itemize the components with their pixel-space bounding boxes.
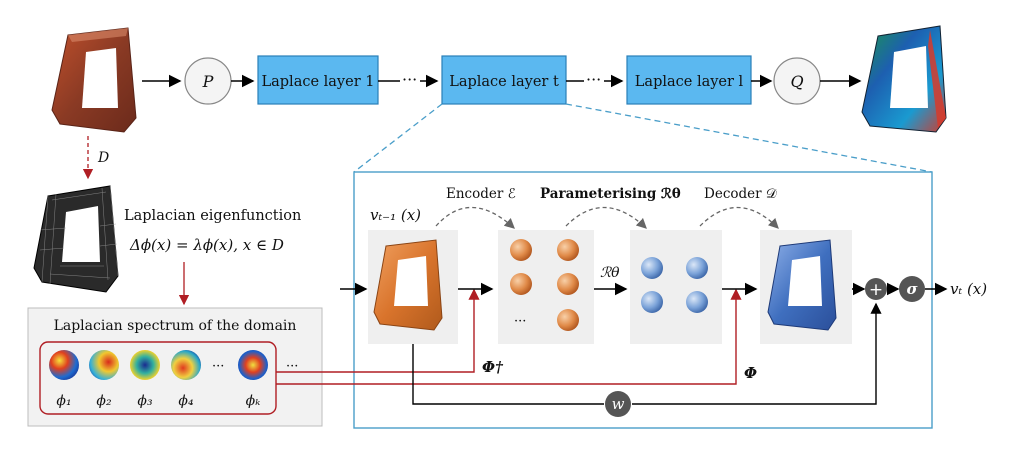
param-sphere-3	[641, 291, 663, 313]
residual-line-right	[632, 302, 882, 405]
decoded-field-shape	[767, 239, 837, 331]
plus-label: +	[869, 280, 883, 300]
encoder-arrow	[435, 206, 515, 229]
spectrum-title: Laplacian spectrum of the domain	[54, 318, 297, 334]
eigen-sphere-2	[89, 350, 119, 380]
coef-sphere-3	[510, 273, 532, 295]
eigen-sphere-3	[130, 350, 160, 380]
sigma-label: σ	[906, 280, 918, 298]
layer1-label: Laplace layer 1	[262, 74, 375, 90]
input-field-shape	[373, 239, 443, 331]
laplace-layer-l: Laplace layer l	[626, 55, 752, 105]
coef-dots: ···	[514, 314, 526, 329]
phi-2-label: ϕ₂	[96, 393, 112, 409]
output-label: vₜ (x)	[950, 280, 987, 298]
zoom-line-right	[565, 103, 933, 173]
layer-l-label: Laplace layer l	[635, 74, 744, 90]
sigma-node: σ	[899, 276, 925, 302]
eigen-equation: Δϕ(x) = λϕ(x), x ∈ D	[129, 236, 284, 254]
spectrum-inner-dots: ···	[212, 359, 224, 374]
r-theta-label: ℛθ	[600, 265, 620, 281]
phi-1-label: ϕ₁	[56, 393, 71, 409]
param-sphere-2	[686, 257, 708, 279]
w-label: w	[612, 395, 625, 413]
dots-2: ···	[586, 70, 601, 89]
q-label: Q	[790, 72, 803, 91]
input-domain-shape	[51, 27, 137, 133]
coef-sphere-2	[557, 239, 579, 261]
output-solution-shape	[861, 25, 947, 133]
spectrum-outer-dots: ···	[286, 359, 298, 374]
phi-4-label: ϕ₄	[178, 393, 194, 409]
coef-sphere-1	[510, 239, 532, 261]
spectrum-red-box	[39, 341, 277, 415]
eigen-title: Laplacian eigenfunction	[124, 208, 301, 224]
q-node: Q	[773, 57, 821, 105]
phi-3-label: ϕ₃	[137, 393, 153, 409]
encoder-label: Encoder ℰ	[446, 186, 516, 202]
d-label: D	[97, 150, 109, 166]
coef-sphere-4	[557, 273, 579, 295]
phi-k-label: ϕₖ	[246, 393, 261, 409]
decoder-arrow	[699, 206, 779, 229]
decoder-label: Decoder 𝒟	[704, 186, 778, 202]
phi-line	[276, 288, 742, 385]
phi-dagger-label: Φ†	[482, 358, 504, 376]
p-node: P	[184, 57, 232, 105]
phi-dagger-line	[276, 288, 480, 373]
laplace-layer-t: Laplace layer t	[441, 55, 567, 105]
param-arrow	[565, 206, 647, 229]
eigen-sphere-4	[171, 350, 201, 380]
param-sphere-1	[641, 257, 663, 279]
input-label: vₜ₋₁ (x)	[370, 206, 421, 224]
p-label: P	[202, 72, 214, 91]
param-sphere-4	[686, 291, 708, 313]
dots-1: ···	[402, 70, 417, 89]
coef-sphere-k	[557, 309, 579, 331]
laplace-layer-1: Laplace layer 1	[257, 55, 379, 105]
coef-panel-param	[630, 230, 722, 344]
mesh-domain-shape	[33, 185, 119, 293]
eigen-sphere-1	[49, 350, 79, 380]
spectrum-panel: Laplacian spectrum of the domain ··· ···…	[27, 307, 323, 427]
plus-node: +	[865, 278, 887, 300]
zoom-line-left	[353, 103, 443, 173]
param-label: Parameterising ℛθ	[540, 186, 681, 202]
phi-label: Φ	[744, 364, 757, 382]
eigen-sphere-k	[238, 350, 268, 380]
layer-t-label: Laplace layer t	[449, 74, 559, 90]
residual-line-left	[412, 344, 604, 405]
w-node: w	[605, 391, 631, 417]
